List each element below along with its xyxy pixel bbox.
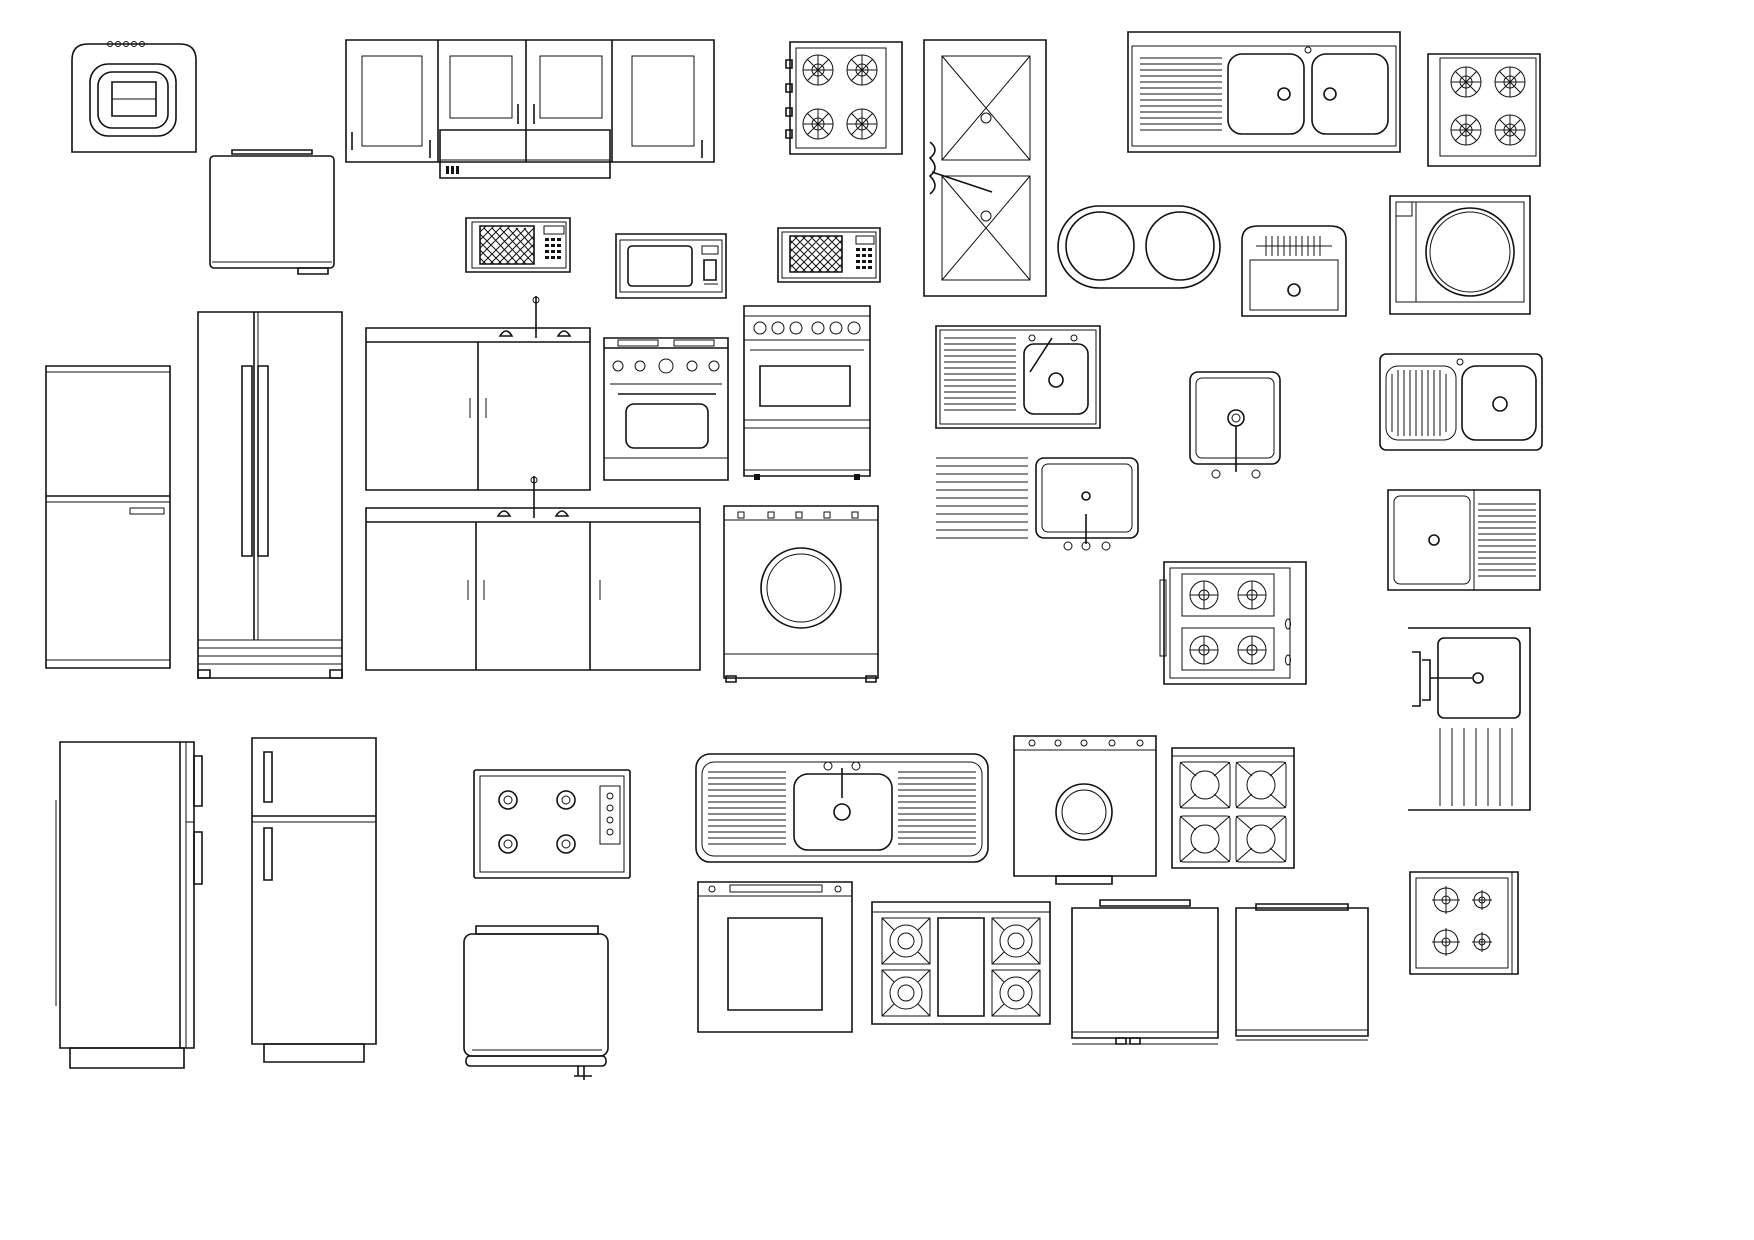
washing-machine-top-view bbox=[72, 42, 196, 153]
single-sink-basin bbox=[1242, 226, 1346, 316]
microwave-oven-plain bbox=[616, 234, 726, 298]
kitchen-range-front-tall bbox=[744, 306, 870, 480]
front-load-washer bbox=[724, 506, 878, 682]
dishwasher-2 bbox=[1236, 904, 1368, 1040]
wall-oven bbox=[698, 882, 852, 1032]
gas-range-top bbox=[1160, 562, 1306, 684]
gas-cooktop-4-burner bbox=[786, 42, 902, 154]
refrigerator-top-freezer bbox=[252, 738, 376, 1062]
single-sink-with-drainboard-lower bbox=[1388, 490, 1540, 590]
induction-hob-unit bbox=[1390, 196, 1530, 314]
gas-cooktop-4-burner-right bbox=[1428, 54, 1540, 166]
double-electric-hob bbox=[1058, 206, 1220, 288]
trash-bin bbox=[464, 926, 608, 1080]
microwave-oven bbox=[466, 218, 570, 272]
bar-sink bbox=[1190, 372, 1280, 478]
small-cooler-box bbox=[210, 150, 334, 274]
side-by-side-refrigerator bbox=[198, 312, 342, 678]
utility-sink-with-drainboard bbox=[1408, 628, 1530, 810]
corner-sink-with-faucet bbox=[924, 40, 1046, 296]
triple-sink-with-drainboards bbox=[696, 754, 988, 862]
sink-with-drainboard bbox=[936, 326, 1100, 428]
gas-cooktop-small bbox=[1410, 872, 1518, 974]
double-bowl-sink-with-drainboard bbox=[1128, 32, 1400, 152]
sink-base-cabinet-3-door bbox=[366, 476, 700, 670]
range-top-with-griddle bbox=[872, 902, 1050, 1024]
single-sink-with-drainboard-right bbox=[1380, 354, 1542, 450]
front-load-washer-small bbox=[1014, 736, 1156, 884]
sink-base-cabinet-2-door bbox=[366, 296, 590, 490]
wall-cabinets-with-range-hood bbox=[346, 40, 714, 178]
kitchen-range-front bbox=[604, 338, 728, 480]
refrigerator-side-view bbox=[56, 742, 202, 1068]
gas-cooktop-square-grates bbox=[1172, 748, 1294, 868]
microwave-oven-grid bbox=[778, 228, 880, 282]
electric-cooktop-with-controls bbox=[474, 770, 630, 878]
dishwasher bbox=[1072, 900, 1218, 1044]
sink-with-drainboard-faucets bbox=[936, 458, 1138, 550]
refrigerator-bottom-freezer bbox=[46, 366, 170, 668]
